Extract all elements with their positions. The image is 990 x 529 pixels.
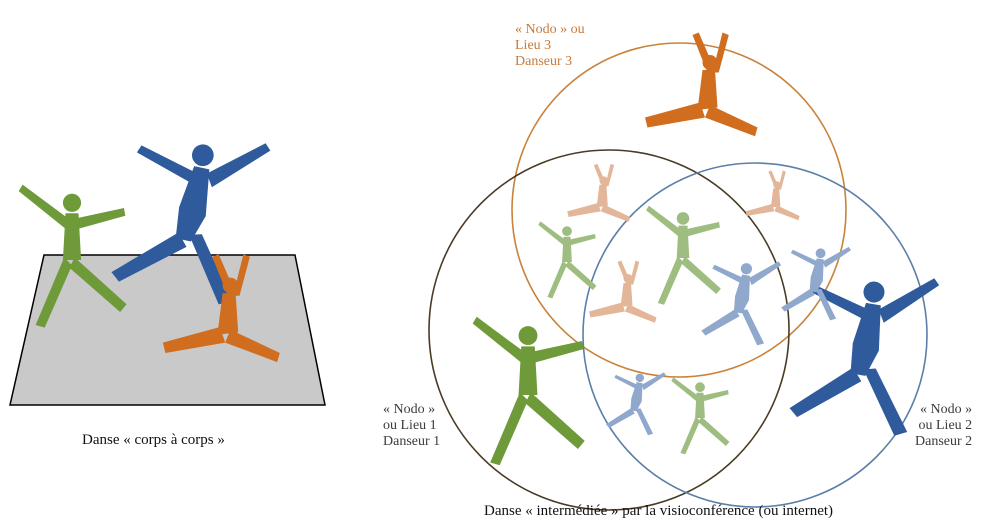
node-2-line2: ou Lieu 2 (915, 418, 972, 434)
projected-blue-figure (701, 250, 782, 347)
projected-green-figure (538, 221, 596, 298)
node-1-line2: ou Lieu 1 (383, 418, 440, 434)
projected-orange-figure (589, 261, 657, 323)
node-1-line1: « Nodo » (383, 402, 440, 418)
projected-orange-figure (567, 164, 630, 222)
projected-green-figure (671, 377, 729, 454)
node-1-line3: Danseur 1 (383, 434, 440, 450)
node-2-line1: « Nodo » (915, 402, 972, 418)
left-scene (10, 117, 325, 405)
node-2-line3: Danseur 2 (915, 434, 972, 450)
node-2-label: « Nodo » ou Lieu 2 Danseur 2 (915, 402, 972, 450)
node-3-line2: Lieu 3 (515, 38, 585, 54)
left-caption: Danse « corps à corps » (82, 432, 225, 449)
projected-green-figure (646, 206, 721, 305)
node-3-line3: Danseur 3 (515, 54, 585, 70)
projected-orange-figure (746, 170, 800, 220)
dancer-3-figure (645, 33, 758, 137)
dancer-1-figure (473, 317, 585, 466)
node-3-label: « Nodo » ou Lieu 3 Danseur 3 (515, 22, 585, 70)
node-3-line1: « Nodo » ou (515, 22, 585, 38)
circle-lieu-3 (512, 43, 846, 377)
node-1-label: « Nodo » ou Lieu 1 Danseur 1 (383, 402, 440, 450)
right-caption: Danse « intermédiée » par la visioconfér… (484, 503, 833, 520)
